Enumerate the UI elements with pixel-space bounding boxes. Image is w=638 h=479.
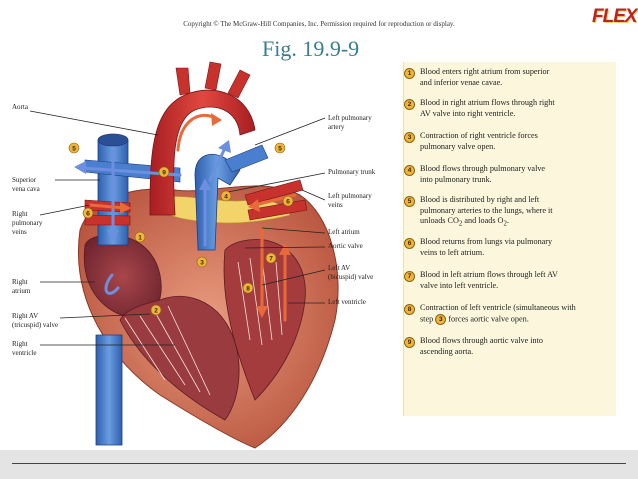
step-number-badge: 3 — [404, 132, 415, 143]
svg-text:5: 5 — [72, 145, 76, 152]
step-number-badge: 6 — [404, 238, 415, 249]
label-aorta: Aorta — [12, 103, 28, 111]
deoxygenated-arrowheads — [74, 140, 231, 242]
step-number-badge: 7 — [404, 271, 415, 282]
svg-text:8: 8 — [246, 285, 250, 292]
diagram-marker: 9 — [158, 166, 170, 178]
footer-bar — [0, 450, 638, 479]
diagram-marker: 4 — [220, 190, 232, 202]
label-aortic-valve: Aortic valve — [328, 242, 363, 250]
step-number-badge: 5 — [404, 196, 415, 207]
svg-text:7: 7 — [269, 255, 273, 262]
svg-text:3: 3 — [200, 259, 204, 266]
label-left-atrium: Left atrium — [328, 228, 360, 236]
svg-text:1: 1 — [138, 234, 142, 241]
step-reference-badge: 3 — [435, 313, 447, 325]
svg-text:4: 4 — [224, 193, 228, 200]
svg-text:6: 6 — [86, 210, 90, 217]
step-number-badge: 2 — [404, 99, 415, 110]
label-pulmonary-trunk: Pulmonary trunk — [328, 168, 376, 176]
diagram-markers: 5 5 9 6 4 6 1 3 7 8 2 — [68, 142, 294, 316]
diagram-marker: 7 — [265, 252, 277, 264]
step-number-badge: 1 — [404, 68, 415, 79]
label-right-av-valve: Right AV(tricuspid) valve — [12, 312, 59, 329]
diagram-marker: 6 — [282, 195, 294, 207]
diagram-marker: 1 — [134, 231, 146, 243]
flex-logo: FLEX — [592, 6, 638, 27]
diagram-marker: 5 — [68, 142, 80, 154]
copyright-notice: Copyright © The McGraw-Hill Companies, I… — [183, 20, 455, 28]
svg-text:5: 5 — [278, 145, 282, 152]
diagram-marker: 6 — [82, 207, 94, 219]
inferior-vena-cava — [95, 334, 123, 446]
step-number-badge: 4 — [404, 165, 415, 176]
svg-text:2: 2 — [154, 307, 158, 314]
label-left-ventricle: Left ventricle — [328, 298, 366, 306]
aorta — [149, 61, 256, 216]
diagram-marker: 2 — [150, 304, 162, 316]
diagram-marker: 5 — [274, 142, 286, 154]
steps-panel — [403, 62, 616, 416]
diagram-marker: 8 — [242, 282, 254, 294]
label-left-av-valve: Left AV(bicuspid) valve — [328, 264, 374, 281]
footer-divider — [12, 463, 626, 464]
svg-text:6: 6 — [286, 198, 290, 205]
figure-title: Fig. 19.9-9 — [262, 36, 360, 61]
diagram-marker: 3 — [196, 256, 208, 268]
step-number-badge: 9 — [404, 337, 415, 348]
step-number-badge: 8 — [404, 304, 415, 315]
leader-lines — [29, 110, 326, 346]
svg-text:9: 9 — [162, 169, 166, 176]
oxygenated-arrowheads — [120, 113, 291, 318]
pulmonary-veins — [84, 179, 308, 226]
